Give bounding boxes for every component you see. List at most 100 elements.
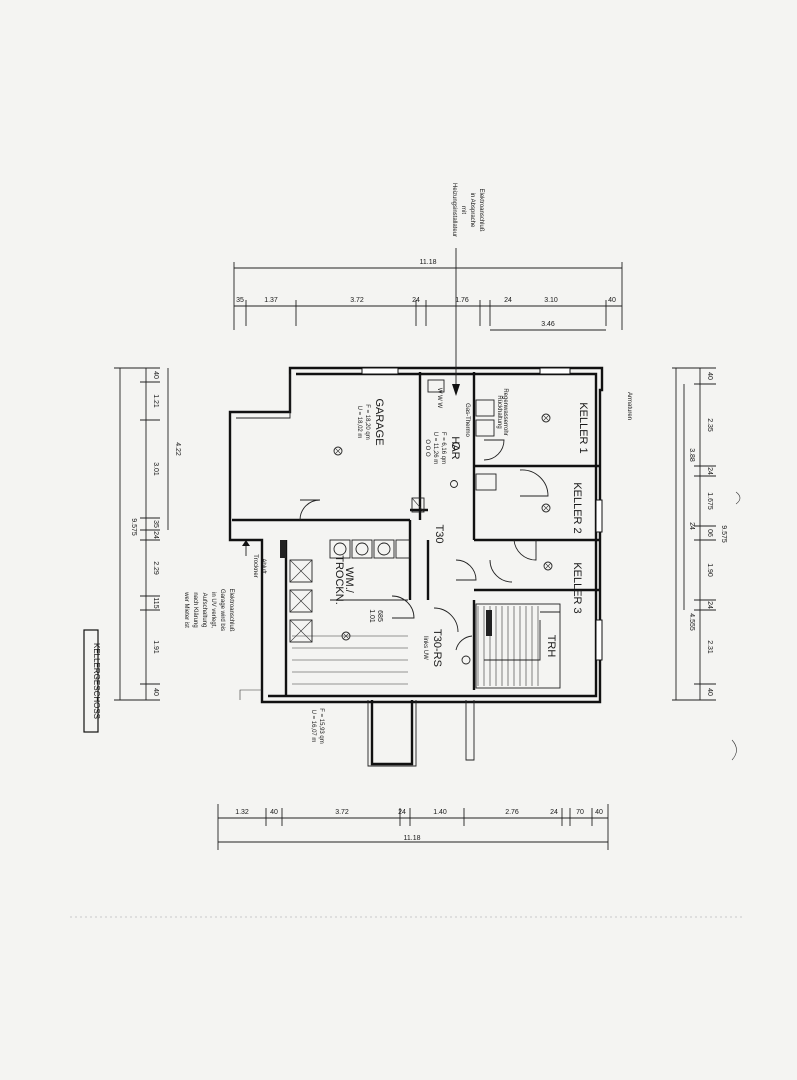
- drawing-title-box: KELLERGESCHOSS: [83, 629, 101, 733]
- note-abluft-1: Trockner: [252, 554, 258, 577]
- light-icon: [461, 655, 471, 665]
- dim-top-2: 3.72: [350, 297, 364, 304]
- dim-right-sub-2: 4.555: [688, 613, 695, 631]
- dim-top-total: 11.18: [420, 259, 437, 266]
- dim-right-total: 9.575: [720, 525, 727, 543]
- dim-top-7: 40: [608, 297, 616, 304]
- note-rueckhalt-1: Regenwasserrohr: [502, 388, 508, 435]
- note-armatur: Armaturen: [626, 392, 632, 420]
- staircase: [475, 603, 561, 689]
- room-name-keller-1: KELLER 1: [577, 402, 589, 453]
- room-perimeter-stair: U = 16,07 m: [310, 710, 316, 743]
- windows: [361, 367, 603, 661]
- dim-left-4: 24: [152, 531, 159, 539]
- building-walls: [228, 366, 604, 767]
- note-elektro-side-4: nach Klärung: [192, 592, 198, 627]
- dim-right-5: 1.90: [706, 563, 713, 577]
- dim-bottom-5: 2.76: [505, 809, 519, 816]
- room-name-trh: TRH: [545, 635, 557, 658]
- dim-top-1: 1.37: [264, 297, 278, 304]
- note-elektro-side: Elektroanschluß Garage wird bis in UV ve…: [183, 588, 234, 631]
- left-dimension-chains: 9.575 40 1.21 3.01 35 24 2.29 115 1.91 4…: [114, 367, 181, 701]
- annotation-arrow: [452, 248, 460, 396]
- light-icon: [541, 503, 551, 513]
- dim-right-2: 24: [706, 467, 713, 475]
- dim-left-7: 1.91: [152, 640, 159, 654]
- appliances: [280, 379, 497, 643]
- dim-left-6: 115: [152, 597, 159, 608]
- scan-mark-2: [731, 739, 737, 761]
- note-elektro-side-2: in UV verlegt,: [210, 592, 216, 628]
- dim-bottom-7: 70: [576, 809, 584, 816]
- dim-top-sub: 3.46: [541, 321, 555, 328]
- floor-markings: [292, 599, 408, 685]
- note-abluft-0: Abluft: [260, 558, 266, 574]
- light-icon: [543, 561, 553, 571]
- dim-right-sub-0: 3.88: [688, 448, 695, 462]
- light-icon: [333, 446, 343, 456]
- room-name-garage: GARAGE: [373, 398, 385, 445]
- note-elektro-side-1: Garage wird bis: [219, 589, 225, 631]
- dim-right-8: 40: [706, 688, 713, 696]
- light-symbols: [333, 413, 553, 665]
- note-elektro-top: Elektroanschluß in Absprache mit Heizung…: [451, 183, 484, 237]
- door-swings: [299, 439, 549, 651]
- note-elektro-top-0: Elektroanschluß: [478, 188, 484, 231]
- dim-right-7: 2.31: [706, 640, 713, 654]
- dim-right-1: 2.35: [706, 418, 713, 432]
- dim-bottom-6: 24: [550, 809, 558, 816]
- room-area-stair: F = 15,93 qm: [318, 708, 324, 744]
- dim-left-2: 3.01: [152, 462, 159, 476]
- dim-bottom-0: 1.32: [235, 809, 249, 816]
- room-perimeter-garage: U = 18,02 m: [356, 406, 362, 439]
- note-rueckhalt-0: Rückhaltung: [496, 395, 502, 428]
- note-gasthermo: Gas-Thermo: [464, 403, 470, 437]
- note-elektro-side-3: Aufschaltung: [201, 593, 207, 628]
- light-icon: [452, 442, 460, 450]
- dim-left-8: 40: [152, 688, 159, 696]
- dim-left-sub: 4.22: [174, 442, 181, 456]
- door-label-t30rs: T30-RS: [431, 629, 443, 667]
- dim-top-6: 3.10: [544, 297, 558, 304]
- dim-bottom-4: 1.40: [433, 809, 447, 816]
- note-elektro-top-2: mit: [460, 206, 466, 214]
- dim-top-5: 24: [504, 297, 512, 304]
- drawing-title: KELLERGESCHOSS: [92, 643, 101, 719]
- dim-bottom-2: 3.72: [335, 809, 349, 816]
- room-perimeter-har: U = 11,26 m: [432, 432, 438, 464]
- room-name-wm: WM./: [343, 567, 355, 594]
- room-name-trockn: TROCKN.: [333, 555, 345, 605]
- note-elektro-side-0: Elektroanschluß: [228, 588, 234, 631]
- room-name-keller-2: KELLER 2: [571, 482, 583, 533]
- dim-top-0: 35: [236, 297, 244, 304]
- dim-top-4: 1.76: [455, 297, 469, 304]
- dim-left-total: 9.575: [130, 518, 137, 536]
- bottom-dimension-chains: 1.32 40 3.72 24 1.40 2.76 24 70 40 11.18: [217, 804, 609, 850]
- note-elektro-top-3: Heizungsinstallateur: [451, 183, 457, 237]
- door-label-links-uw: links UW: [422, 636, 428, 660]
- light-icon: [541, 413, 551, 423]
- light-icon: [341, 631, 351, 641]
- dim-left-5: 2.29: [152, 561, 159, 575]
- abluft-arrow: [239, 540, 262, 700]
- dim-top-3: 24: [412, 297, 420, 304]
- room-name-har: HAR: [449, 436, 461, 459]
- har-ohr-marks: O O O: [424, 439, 430, 457]
- dim-left-3: 35: [152, 520, 159, 528]
- door-label-t30: T30: [433, 525, 445, 544]
- dim-stair-1: 1.01: [368, 609, 375, 623]
- light-icon: [450, 480, 458, 488]
- note-elektro-side-5: wer Mieter ist: [183, 591, 189, 628]
- scan-mark-1: [735, 491, 741, 505]
- dim-bottom-3: 24: [398, 809, 406, 816]
- room-area-har: F = 6,16 qm: [440, 432, 446, 464]
- room-area-garage: F = 18,20 qm: [364, 404, 370, 440]
- dim-bottom-8: 40: [595, 809, 603, 816]
- right-dimension-chains: 9.575 40 2.35 24 1.675 06 1.90 24 2.31 4…: [672, 367, 727, 701]
- har-w-marks: W W W: [436, 388, 442, 409]
- dim-right-sub-1: 24: [688, 522, 695, 530]
- dim-right-6: 24: [706, 601, 713, 609]
- dim-left-1: 1.21: [152, 394, 159, 408]
